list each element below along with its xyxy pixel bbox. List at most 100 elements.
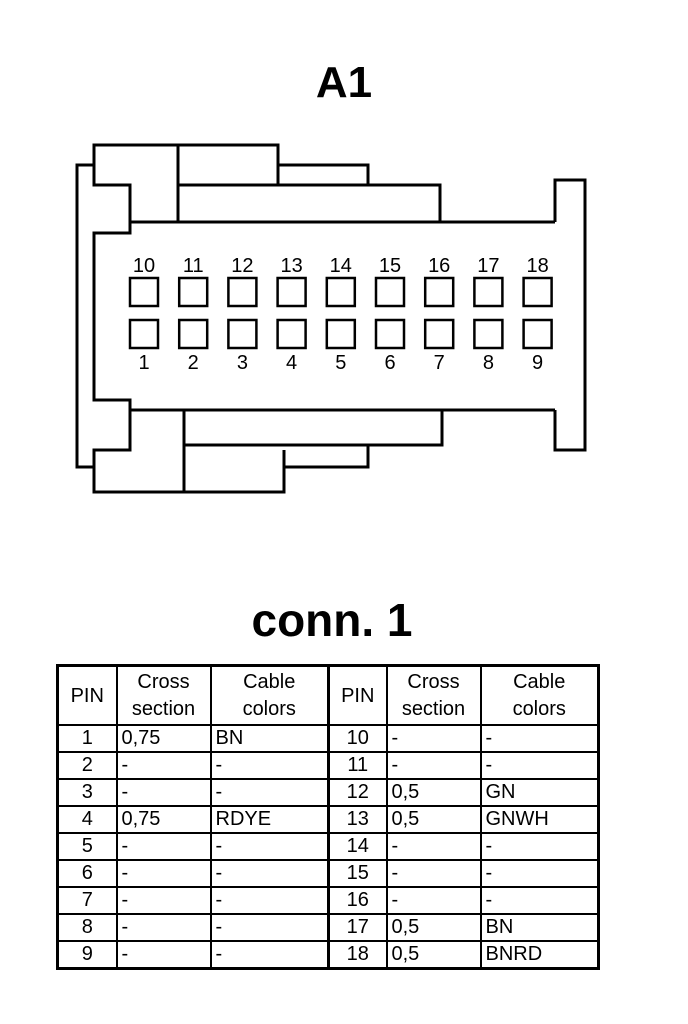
cell-cable-colors: - bbox=[479, 724, 600, 753]
pin-contact bbox=[473, 318, 504, 350]
pin-contact bbox=[177, 276, 209, 308]
table-row: 2--11-- bbox=[56, 751, 600, 780]
cell-pin: 3 bbox=[56, 778, 118, 807]
cell-pin: 15 bbox=[327, 859, 388, 888]
cell-cross-section: - bbox=[115, 751, 212, 780]
cell-cross-section: 0,5 bbox=[385, 913, 482, 942]
cell-cross-section: 0,5 bbox=[385, 940, 482, 970]
cell-cable-colors: - bbox=[479, 751, 600, 780]
cell-cross-section: - bbox=[385, 751, 482, 780]
housing-outline bbox=[92, 143, 280, 230]
header-pin: PIN bbox=[327, 664, 388, 726]
cell-pin: 10 bbox=[327, 724, 388, 753]
cell-pin: 18 bbox=[327, 940, 388, 970]
cell-pin: 2 bbox=[56, 751, 118, 780]
connector-housing bbox=[75, 143, 587, 494]
pin-contact bbox=[423, 318, 455, 350]
cell-pin: 5 bbox=[56, 832, 118, 861]
pin-contact bbox=[423, 276, 455, 308]
table-row: 5--14-- bbox=[56, 832, 600, 861]
housing-outline bbox=[278, 163, 370, 185]
cell-cable-colors: - bbox=[209, 832, 330, 861]
cell-cable-colors: - bbox=[209, 751, 330, 780]
cell-cross-section: 0,5 bbox=[385, 778, 482, 807]
cell-cable-colors: - bbox=[479, 886, 600, 915]
cell-cable-colors: BNRD bbox=[479, 940, 600, 970]
table-row: 7--16-- bbox=[56, 886, 600, 915]
cell-cable-colors: GNWH bbox=[479, 805, 600, 834]
housing-outline bbox=[75, 163, 94, 469]
cell-pin: 6 bbox=[56, 859, 118, 888]
table-row: 6--15-- bbox=[56, 859, 600, 888]
cell-pin: 12 bbox=[327, 778, 388, 807]
pin-label: 18 bbox=[526, 255, 548, 277]
pin-contact bbox=[227, 318, 258, 350]
pin-contact bbox=[276, 276, 307, 308]
cell-cross-section: - bbox=[385, 886, 482, 915]
cell-cable-colors: - bbox=[209, 859, 330, 888]
cell-pin: 13 bbox=[327, 805, 388, 834]
cell-cable-colors: RDYE bbox=[209, 805, 330, 834]
cell-cross-section: - bbox=[115, 832, 212, 861]
cell-cable-colors: - bbox=[209, 913, 330, 942]
pin-contact bbox=[276, 318, 307, 350]
pin-label: 15 bbox=[379, 255, 401, 277]
cell-cable-colors: - bbox=[209, 778, 330, 807]
pin-label: 17 bbox=[477, 255, 499, 277]
housing-outline bbox=[178, 183, 442, 222]
cell-cross-section: - bbox=[385, 724, 482, 753]
pin-label: 6 bbox=[384, 352, 395, 374]
cell-cable-colors: - bbox=[479, 859, 600, 888]
housing-inner bbox=[92, 222, 132, 410]
pin-contact bbox=[325, 276, 357, 308]
pin-label: 12 bbox=[231, 255, 253, 277]
cell-cross-section: - bbox=[115, 859, 212, 888]
pin-label: 14 bbox=[330, 255, 352, 277]
cell-cable-colors: - bbox=[209, 940, 330, 970]
cell-cross-section: 0,75 bbox=[115, 805, 212, 834]
housing-outline bbox=[284, 445, 370, 469]
cell-cross-section: - bbox=[115, 778, 212, 807]
cell-cable-colors: - bbox=[209, 886, 330, 915]
pin-label: 11 bbox=[183, 255, 204, 277]
cell-cross-section: - bbox=[385, 859, 482, 888]
cell-pin: 4 bbox=[56, 805, 118, 834]
cell-cross-section: - bbox=[115, 913, 212, 942]
pin-contact bbox=[374, 276, 406, 308]
pin-contact bbox=[473, 276, 504, 308]
pin-contact bbox=[325, 318, 357, 350]
housing-outline bbox=[92, 410, 286, 494]
pin-label: 1 bbox=[138, 352, 149, 374]
cell-cable-colors: BN bbox=[479, 913, 600, 942]
cell-cable-colors: BN bbox=[209, 724, 330, 753]
pin-label: 4 bbox=[286, 352, 297, 374]
pin-contact bbox=[374, 318, 406, 350]
cell-pin: 7 bbox=[56, 886, 118, 915]
pin-label: 3 bbox=[237, 352, 248, 374]
cell-pin: 1 bbox=[56, 724, 118, 753]
cell-pin: 16 bbox=[327, 886, 388, 915]
pin-contact bbox=[522, 318, 553, 350]
cell-pin: 17 bbox=[327, 913, 388, 942]
connector-title: A1 bbox=[315, 58, 373, 107]
pin-label: 2 bbox=[188, 352, 199, 374]
cell-pin: 8 bbox=[56, 913, 118, 942]
pin-label: 9 bbox=[532, 352, 543, 374]
pin-label: 10 bbox=[133, 255, 155, 277]
pin-contact bbox=[128, 318, 160, 350]
cell-cable-colors: GN bbox=[479, 778, 600, 807]
cell-pin: 14 bbox=[327, 832, 388, 861]
housing-outline bbox=[553, 178, 587, 452]
cell-pin: 9 bbox=[56, 940, 118, 970]
cell-pin: 11 bbox=[327, 751, 388, 780]
